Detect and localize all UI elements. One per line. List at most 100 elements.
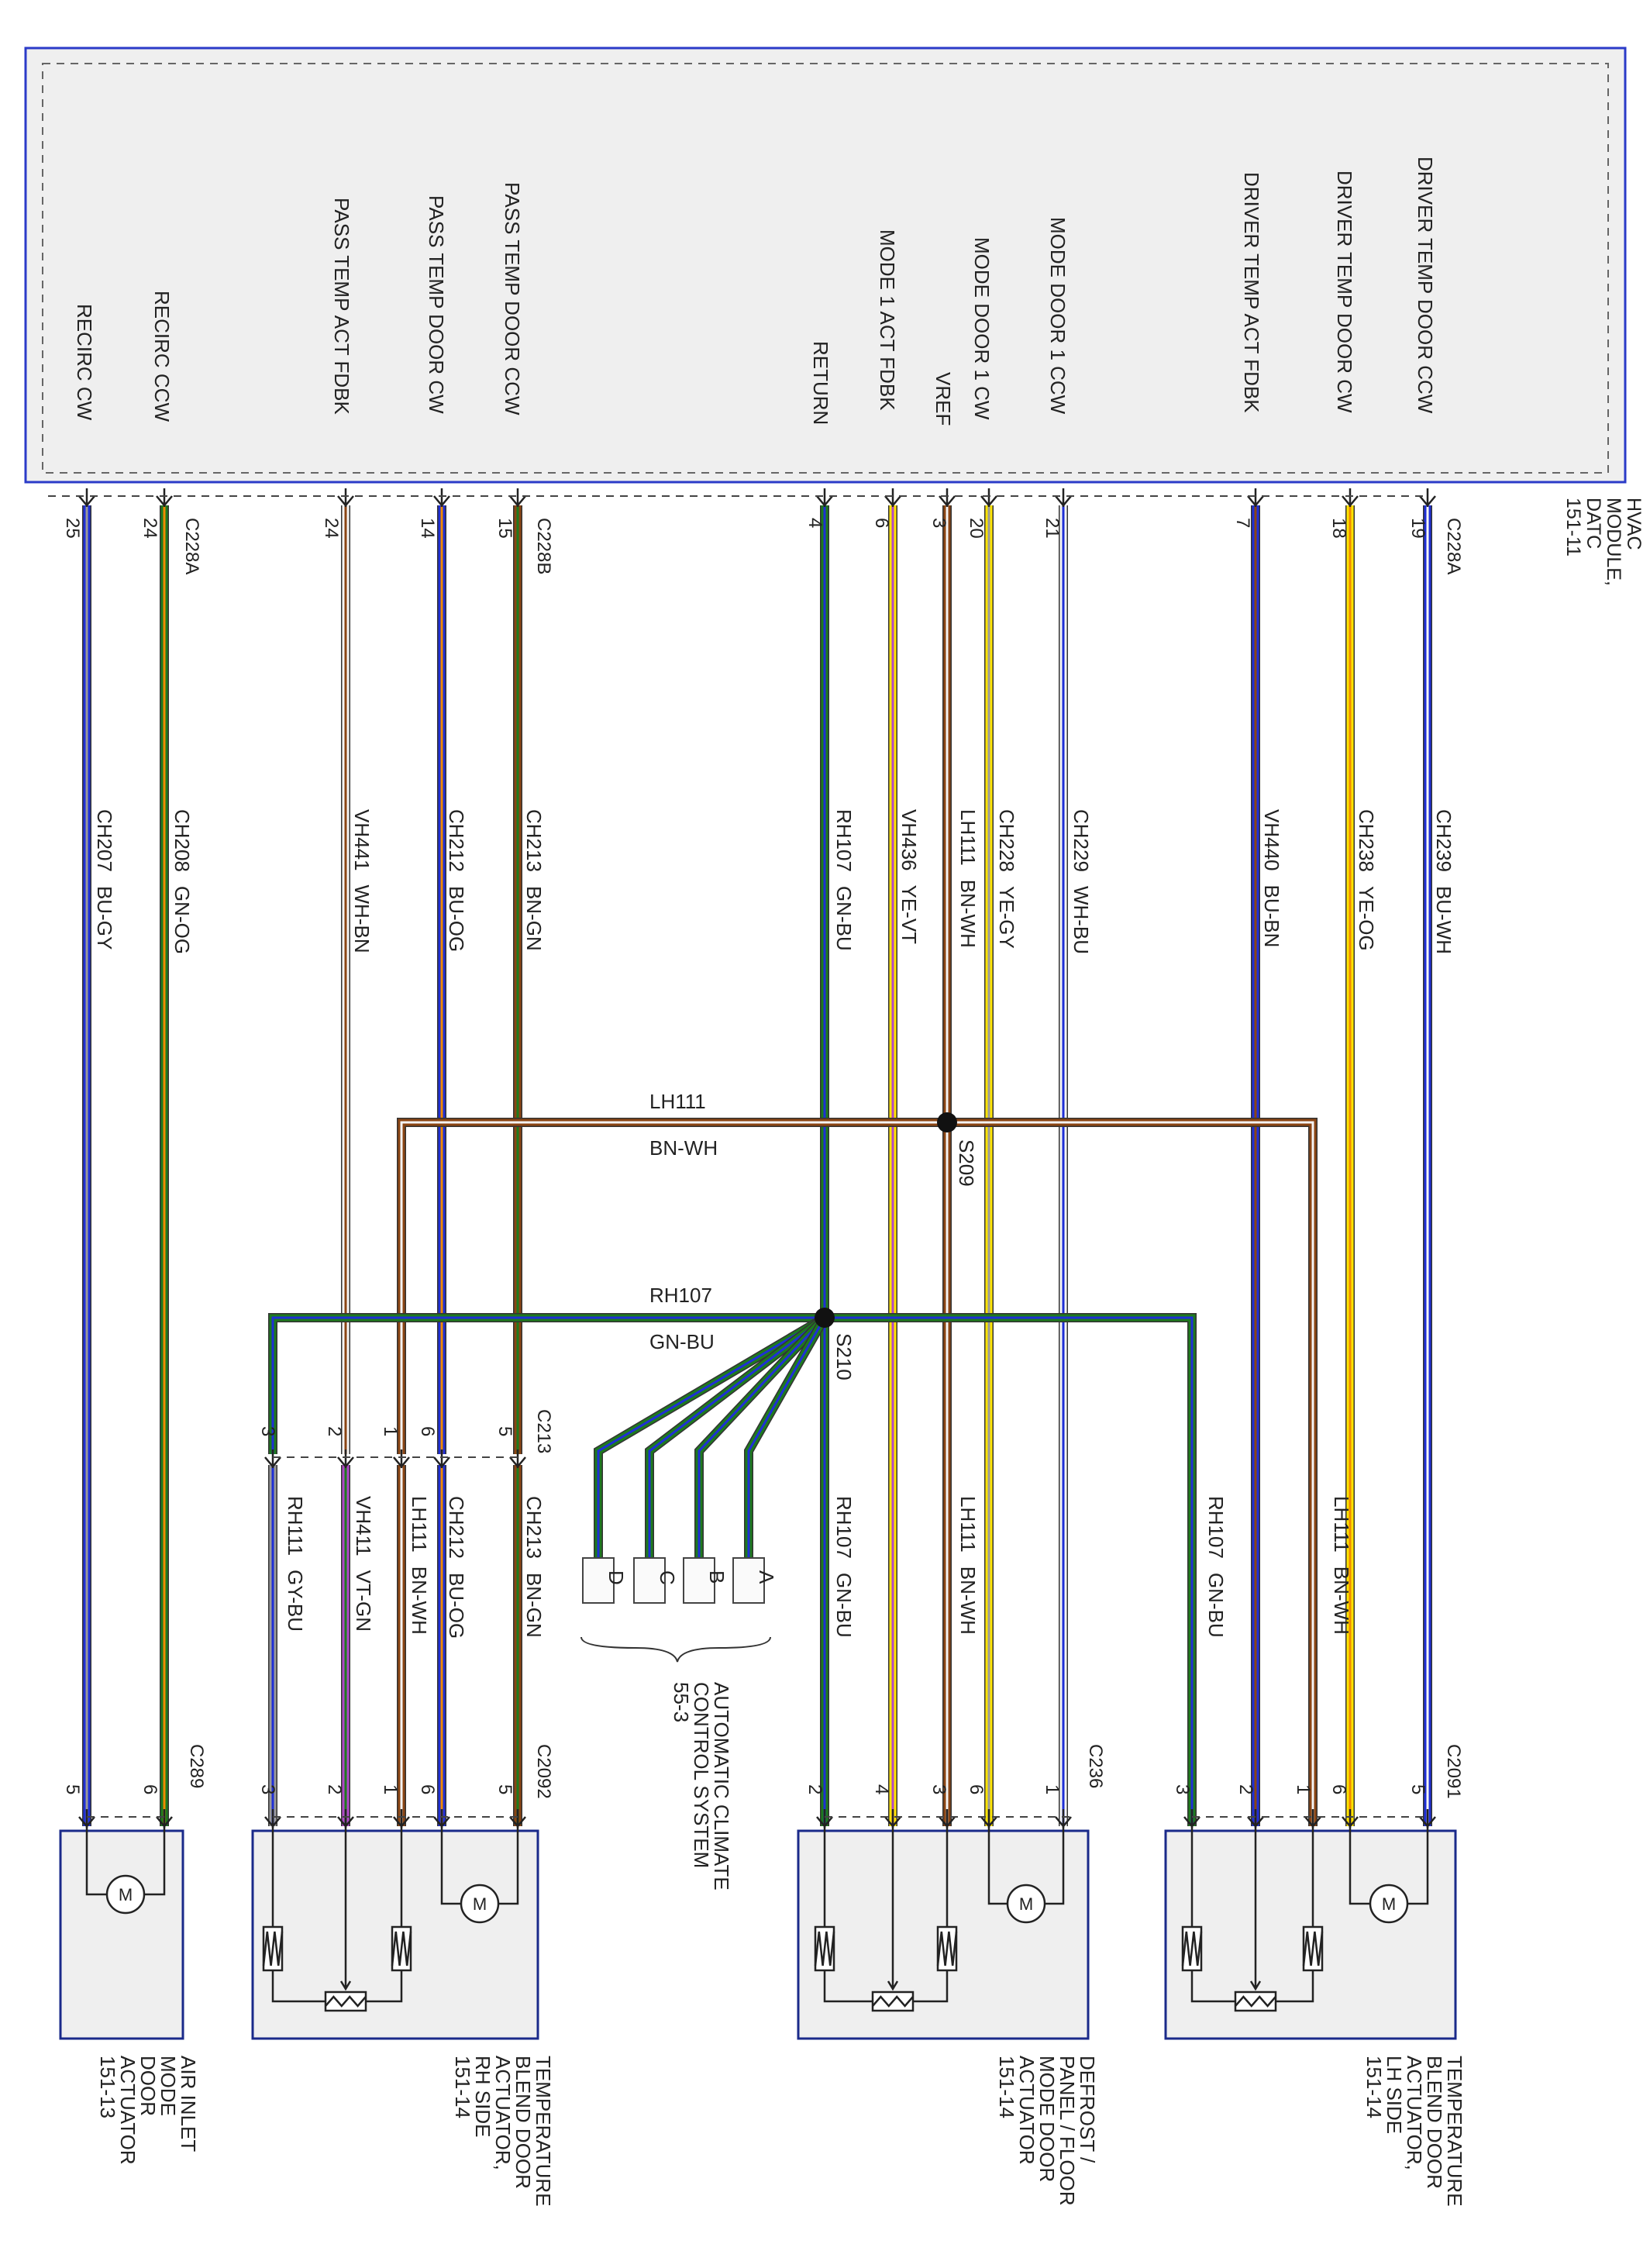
wire-label-ch213: CH213BN-GN (522, 809, 546, 951)
ground-pin-a-label: A (755, 1570, 778, 1584)
wire-label-ch213-low: CH213BN-GN (522, 1496, 546, 1638)
pin-c2091-5: 5 (1407, 1784, 1428, 1794)
temp-rh-res-left-zigzag (262, 1931, 284, 1966)
air-inlet-line-4: ACTUATOR (116, 2056, 140, 2165)
wire-lh111-to-lh-stripe (947, 1121, 1314, 1826)
wire-label-lh111-lh: LH111BN-WH (1330, 1496, 1353, 1635)
wire-label-rh107-top: RH107GN-BU (832, 809, 856, 951)
wire-label-lh111-low: LH111BN-WH (956, 1496, 980, 1635)
ground-pin-c: C (633, 1557, 679, 1604)
ground-pin-b-label: B (705, 1570, 729, 1584)
wire-label-ch238: CH238YE-OG (1355, 809, 1378, 951)
connector-labels: C228A C228B C228A C213 C289 C2092 C236 C… (181, 518, 1464, 1799)
pin-c236-4: 6 (966, 1784, 987, 1794)
ground-pin-b: B (683, 1557, 729, 1604)
temp-lh-line-1: TEMPERATURE (1443, 2056, 1466, 2207)
temp-rh-motor (460, 1884, 500, 1924)
acc-line-3: 55-3 (670, 1682, 693, 1722)
pin-mark-top-4 (509, 488, 526, 507)
pin-c213-5: 5 (494, 1426, 515, 1436)
connector-c289: C289 (186, 1744, 207, 1788)
connector-c213: C213 (533, 1409, 554, 1453)
horizontal-label-lh111: LH111 (649, 1090, 706, 1113)
defrost-res-wiper-zigzag (872, 1995, 914, 2008)
signal-recirc-ccw: RECIRC CCW (150, 291, 174, 422)
wire-rh107-to-lh-base (825, 1314, 1196, 1826)
pin-mark-bottom-14 (1304, 1809, 1321, 1828)
defrost-line-2: PANEL / FLOOR (1056, 2056, 1079, 2206)
defrost-motor (1006, 1884, 1046, 1924)
temp-rh-line-3: ACTUATOR, (491, 2056, 515, 2170)
pin-mark-top-0 (78, 488, 95, 507)
wires (78, 488, 1436, 1828)
component-labels: AIR INLET MODE DOOR ACTUATOR 151-13 TEMP… (96, 2056, 1466, 2207)
temp-lh-line-3: ACTUATOR, (1403, 2056, 1426, 2170)
air-inlet-line-3: DOOR (136, 2056, 160, 2116)
module-name-line-4: 151-11 (1562, 498, 1584, 557)
actuator-air-inlet (59, 1829, 184, 2040)
air-inlet-motor (105, 1874, 146, 1915)
ground-pin-d-label: D (605, 1570, 628, 1585)
temp-lh-wiper (1249, 1826, 1262, 1991)
pin-mark-c213-1 (337, 1449, 354, 1468)
pin-top-4: 14 (417, 518, 438, 539)
pin-numbers-c213: 3 2 1 6 5 (257, 1426, 515, 1436)
temp-lh-line-2: BLEND DOOR (1423, 2056, 1446, 2189)
pin-mark-bottom-8 (884, 1809, 901, 1828)
ground-brace (580, 1636, 771, 1663)
pin-top-5: 15 (494, 518, 515, 539)
defrost-pot-leads (823, 1826, 949, 1927)
splice-s210 (815, 1308, 835, 1328)
temp-lh-line-4: LH SIDE (1383, 2056, 1406, 2134)
wire-label-vh440: VH440BU-BN (1260, 809, 1283, 947)
pin-mark-c213-4 (509, 1449, 526, 1468)
wire-labels: CH207BU-GY CH208GN-OG VH441WH-BN CH212BU… (93, 809, 1455, 1639)
temp-lh-res-left-zigzag (1181, 1931, 1203, 1966)
air-inlet-line-2: MODE (157, 2056, 180, 2116)
temp-rh-res-right-zigzag (391, 1931, 412, 1966)
pin-top-1: 25 (62, 518, 83, 539)
pin-mark-bottom-12 (1183, 1809, 1200, 1828)
wire-label-ch208: CH208GN-OG (171, 809, 194, 954)
wire-ground-c-stripe (648, 1316, 825, 1558)
connector-c2091: C2091 (1443, 1744, 1464, 1799)
acc-label: AUTOMATIC CLIMATE CONTROL SYSTEM 55-3 (670, 1682, 733, 1891)
hvac-module-outline (24, 47, 1627, 484)
pin-mark-bottom-9 (939, 1809, 956, 1828)
pin-top-13: 19 (1407, 518, 1428, 539)
pin-c289-1: 5 (62, 1784, 83, 1794)
pin-mark-bottom-0 (78, 1809, 95, 1828)
pin-numbers-c2091: 3 2 1 6 5 (1172, 1784, 1428, 1794)
pin-mark-bottom-2 (264, 1809, 281, 1828)
pin-c236-5: 1 (1042, 1784, 1063, 1794)
wire-label-ch239: CH239BU-WH (1432, 809, 1455, 954)
connector-c228a-right: C228A (1443, 518, 1464, 574)
pin-top-8: 3 (928, 518, 949, 528)
connector-c236: C236 (1085, 1744, 1106, 1788)
temp-lh-pot-leads (1190, 1826, 1314, 1927)
pin-mark-bottom-10 (980, 1809, 997, 1828)
wire-label-vh441: VH441WH-BN (350, 809, 374, 953)
pin-mark-bottom-4 (393, 1809, 410, 1828)
pin-mark-top-5 (816, 488, 833, 507)
wire-ground-c-base (646, 1315, 827, 1558)
pin-mark-c213-0 (264, 1449, 281, 1468)
pin-numbers-c236: 2 4 3 6 1 (804, 1784, 1063, 1794)
pin-c2092-4: 6 (417, 1784, 438, 1794)
hvac-module (24, 47, 1627, 484)
pin-top-11: 7 (1232, 518, 1253, 528)
module-name-line-3: DATC (1583, 498, 1604, 549)
connector-c228b: C228B (533, 518, 554, 574)
pin-c2091-4: 6 (1328, 1784, 1349, 1794)
pin-mark-bottom-1 (156, 1809, 173, 1828)
pin-numbers-c289: 5 6 (62, 1784, 160, 1794)
defrost-line-1: DEFROST / (1076, 2056, 1099, 2163)
temp-rh-line-4: RH SIDE (471, 2056, 494, 2137)
pin-mark-c213-3 (433, 1449, 450, 1468)
splice-s209-label: S209 (955, 1139, 978, 1187)
module-name-line-1: HVAC (1623, 498, 1645, 550)
ground-pin-d: D (582, 1557, 628, 1604)
wire-label-lh111-top: LH111BN-WH (956, 809, 980, 948)
wire-label-vh411: VH411VT-GN (352, 1496, 375, 1632)
pin-mark-bottom-3 (337, 1809, 354, 1828)
